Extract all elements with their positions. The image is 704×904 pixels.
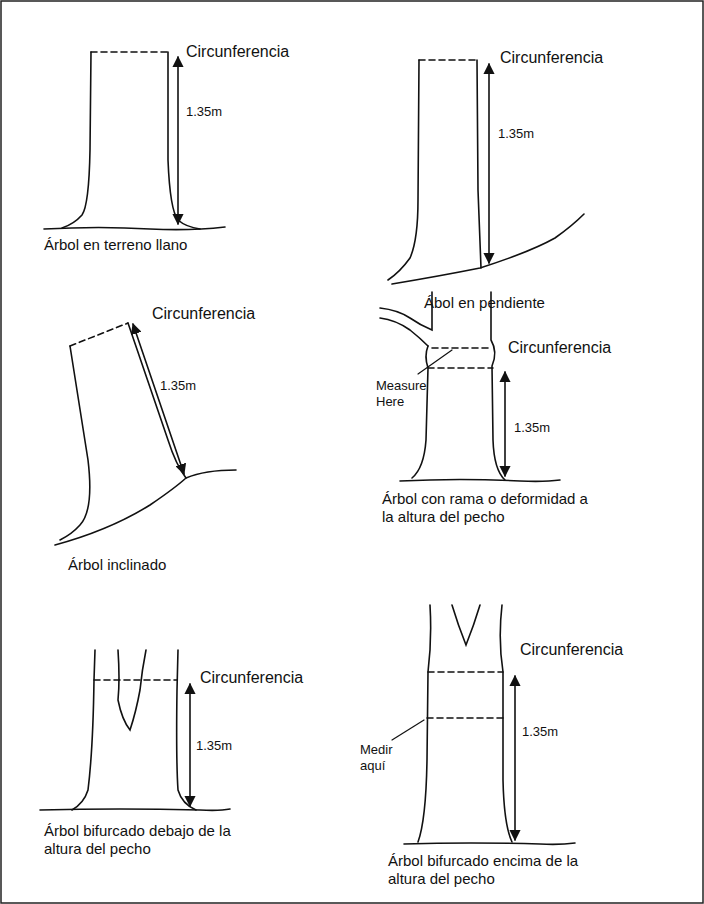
circumference-label: Circunferencia bbox=[520, 640, 623, 659]
panel-caption: Árbol bifurcado debajo de la altura del … bbox=[44, 822, 240, 858]
panel-caption: Árbol bifurcado encima de la altura del … bbox=[388, 852, 584, 888]
height-label: 1.35m bbox=[160, 378, 196, 394]
height-label: 1.35m bbox=[514, 420, 550, 436]
panel-caption: Árbol inclinado bbox=[68, 556, 166, 574]
panel-caption: Árbol con rama o deformidad a la altura … bbox=[382, 490, 594, 526]
circumference-label: Circunferencia bbox=[200, 668, 303, 687]
height-label: 1.35m bbox=[196, 738, 232, 754]
height-label: 1.35m bbox=[498, 126, 534, 142]
panel-caption: Ábol en pendiente bbox=[424, 294, 545, 312]
measure-here-label: Measure Here bbox=[376, 378, 440, 409]
height-label: 1.35m bbox=[522, 724, 558, 740]
circumference-label: Circunferencia bbox=[508, 338, 611, 357]
circumference-label: Circunferencia bbox=[500, 48, 603, 67]
panel-caption: Árbol en terreno llano bbox=[44, 236, 187, 254]
circumference-label: Circunferencia bbox=[152, 304, 255, 323]
medir-aqui-label: Medir aquí bbox=[360, 742, 412, 773]
circumference-label: Circunferencia bbox=[186, 42, 289, 61]
height-label: 1.35m bbox=[186, 104, 222, 120]
